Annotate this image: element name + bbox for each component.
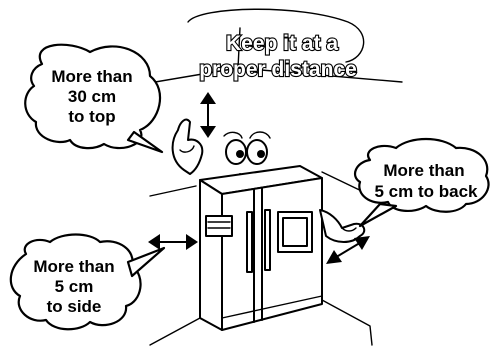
bubble-top-line-3: to top bbox=[68, 107, 115, 126]
bubble-back-line-1: More than bbox=[383, 161, 464, 180]
bubble-top-line-1: More than bbox=[51, 67, 132, 86]
eyes bbox=[224, 132, 270, 164]
title-line-1: Keep it at a bbox=[226, 32, 338, 55]
control-panel bbox=[206, 216, 232, 236]
speech-bubble-tail bbox=[360, 204, 396, 226]
clearance-arrow-side bbox=[148, 234, 198, 250]
bubble-side-line-2: 5 cm bbox=[55, 277, 94, 296]
bubble-top: More than 30 cm to top bbox=[25, 45, 162, 152]
bubble-back: More than 5 cm to back bbox=[355, 139, 489, 226]
right-hand bbox=[320, 210, 364, 242]
arrow-head-down-left bbox=[326, 250, 342, 264]
arrow-head-right bbox=[186, 234, 198, 250]
bubble-back-line-2: 5 cm to back bbox=[375, 182, 479, 201]
speech-bubble-tail bbox=[128, 248, 164, 276]
dispenser-recess bbox=[283, 218, 307, 246]
title-group: Keep it at a proper distance bbox=[188, 9, 364, 81]
bubble-side-line-3: to side bbox=[47, 297, 102, 316]
right-door-handle bbox=[265, 210, 270, 270]
speech-bubble-tail bbox=[128, 132, 162, 152]
fridge-left-side bbox=[200, 180, 222, 330]
raised-hand bbox=[173, 120, 203, 174]
title-line-2: proper distance bbox=[199, 58, 357, 81]
bubble-top-line-2: 30 cm bbox=[68, 87, 116, 106]
clearance-arrow-top bbox=[200, 92, 216, 138]
arrow-head-up-right bbox=[354, 236, 370, 250]
arrow-head-up bbox=[200, 92, 216, 104]
arrow-head-down bbox=[200, 126, 216, 138]
arrow-head-left bbox=[148, 234, 160, 250]
bubble-side-line-1: More than bbox=[33, 257, 114, 276]
left-door-handle bbox=[247, 212, 252, 272]
refrigerator-character bbox=[173, 120, 365, 330]
bubble-side: More than 5 cm to side bbox=[11, 235, 164, 330]
